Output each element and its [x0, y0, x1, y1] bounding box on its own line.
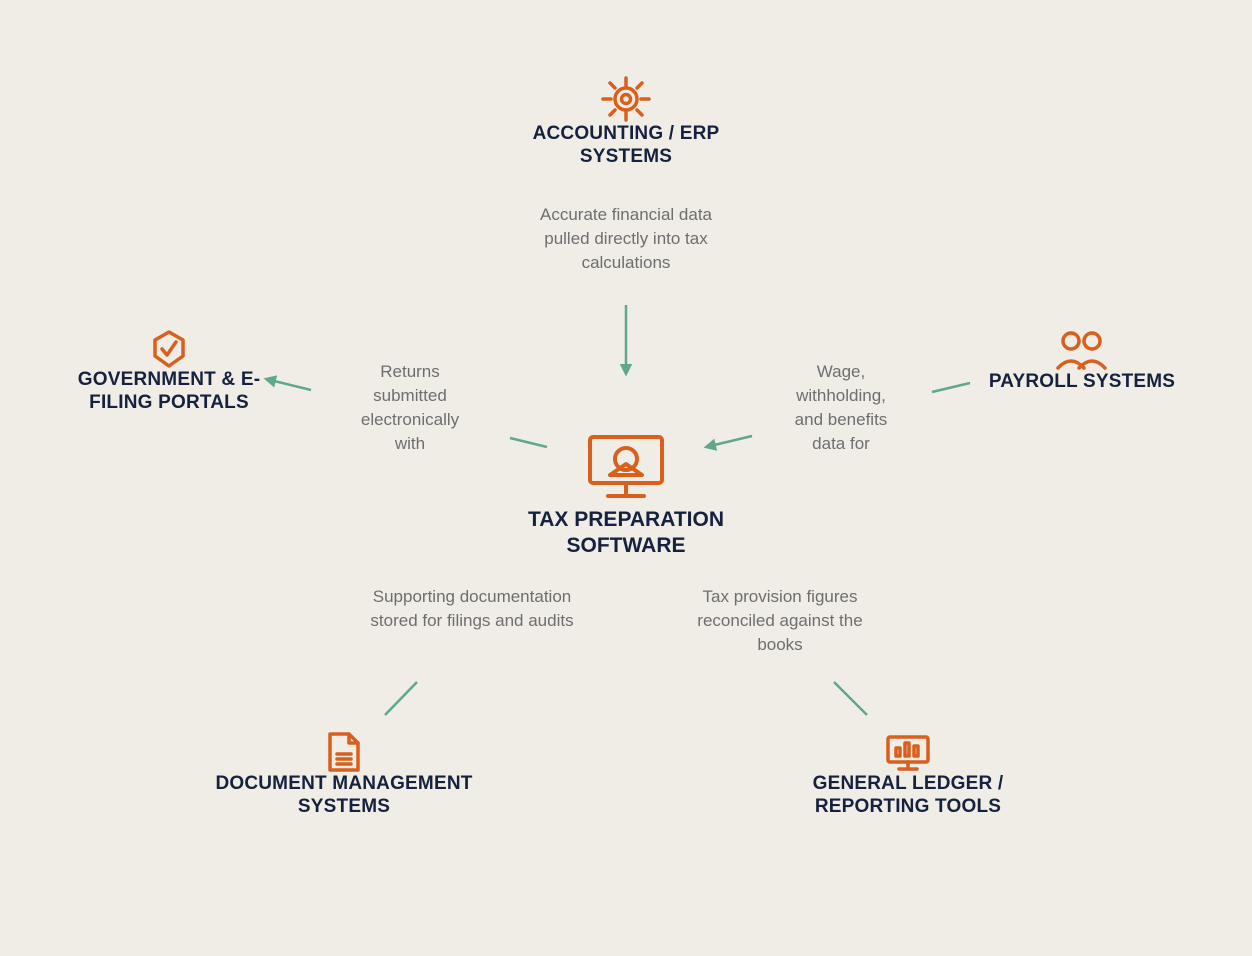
- shield-check-icon: [153, 330, 185, 368]
- connector-payroll-outer: [931, 381, 971, 394]
- document-icon: [328, 732, 360, 772]
- node-accounting: ACCOUNTING / ERP SYSTEMS: [506, 76, 746, 168]
- connector-government-outer: [263, 375, 312, 392]
- node-document-label: DOCUMENT MANAGEMENT SYSTEMS: [215, 773, 473, 817]
- edge-text-ledger: Tax provision figures reconciled against…: [697, 587, 863, 654]
- node-government-label: GOVERNMENT & E-FILING PORTALS: [77, 369, 261, 413]
- connector-ledger: [833, 681, 868, 716]
- edge-text-payroll: Wage, withholding, and benefits data for: [794, 362, 888, 453]
- connector-payroll-inner: [703, 434, 753, 451]
- node-ledger: GENERAL LEDGER / REPORTING TOOLS: [788, 734, 1028, 818]
- node-government: GOVERNMENT & E-FILING PORTALS: [74, 330, 264, 414]
- edge-text-document: Supporting documentation stored for fili…: [370, 587, 574, 630]
- node-payroll: PAYROLL SYSTEMS: [980, 330, 1184, 393]
- node-center: TAX PREPARATION SOFTWARE: [486, 434, 766, 559]
- connector-government-inner: [509, 436, 548, 449]
- monitor-user-icon: [588, 435, 664, 498]
- center-label: TAX PREPARATION SOFTWARE: [527, 508, 724, 557]
- node-ledger-label: GENERAL LEDGER / REPORTING TOOLS: [812, 773, 1004, 817]
- edge-text-accounting: Accurate financial data pulled directly …: [540, 205, 712, 272]
- edge-text-government: Returns submitted electronically with: [360, 362, 460, 453]
- people-icon: [1056, 331, 1107, 370]
- gear-icon: [601, 76, 651, 122]
- node-accounting-label: ACCOUNTING / ERP SYSTEMS: [532, 123, 720, 167]
- node-payroll-label: PAYROLL SYSTEMS: [988, 371, 1176, 392]
- chart-monitor-icon: [886, 735, 930, 771]
- node-document: DOCUMENT MANAGEMENT SYSTEMS: [204, 732, 484, 818]
- connector-document: [384, 681, 418, 716]
